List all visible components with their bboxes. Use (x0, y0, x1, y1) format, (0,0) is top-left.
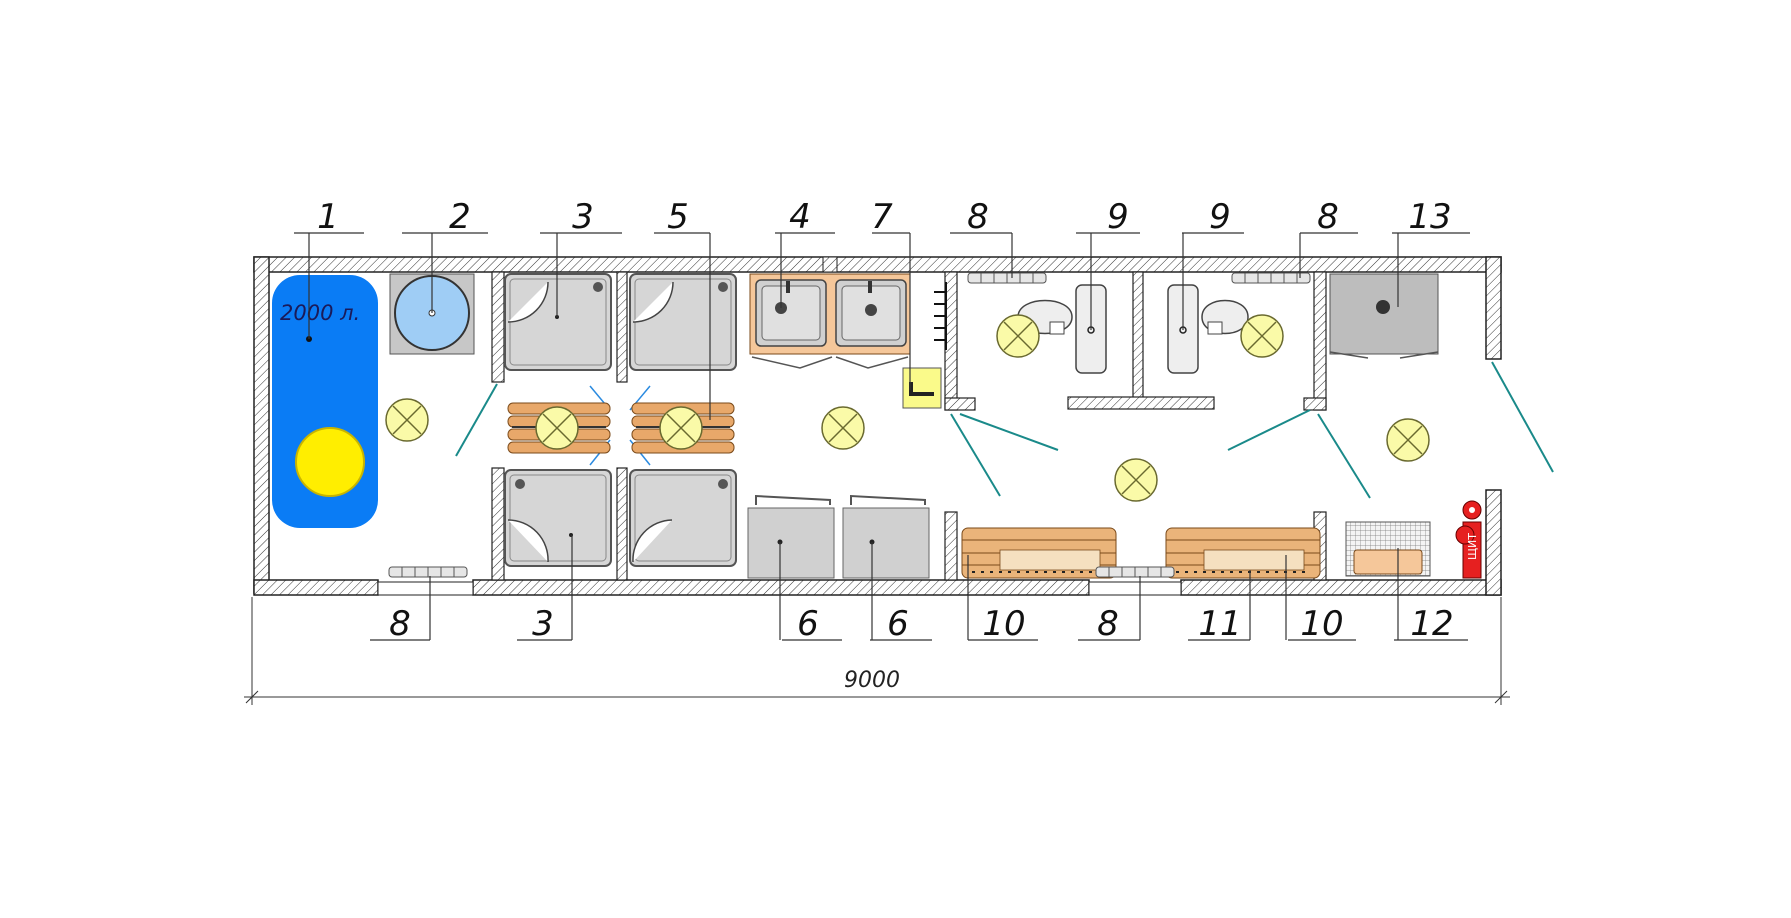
callout-13: 13 (1408, 197, 1451, 237)
callout-5: 5 (667, 197, 689, 237)
locker-unit-left (961, 527, 1117, 579)
outer-walls (253, 256, 1502, 596)
callout-3-top: 3 (572, 197, 594, 237)
tank-capacity-label: 2000 л. (280, 301, 360, 325)
callout-labels: 1 2 3 5 4 7 8 9 9 8 13 8 3 6 6 10 8 11 1… (317, 197, 1453, 644)
washbasin-unit (749, 273, 911, 369)
callout-7: 7 (871, 197, 893, 237)
callout-10-left: 10 (982, 604, 1025, 644)
callout-4: 4 (789, 197, 811, 237)
interior-walls (491, 271, 1327, 581)
vent-grille (822, 256, 838, 273)
hand-dryer (902, 367, 942, 409)
shower-cabin-bottom-left (504, 469, 612, 567)
electrical-panel: ЩИТ (1455, 500, 1482, 579)
callout-8-bottom-mid: 8 (1097, 604, 1119, 644)
radiator-bottom-left (388, 566, 468, 578)
washing-machine-1 (747, 494, 835, 579)
callout-9-right: 9 (1209, 197, 1231, 237)
dimension-total: 9000 (844, 668, 900, 693)
callout-11: 11 (1198, 604, 1241, 644)
locker-unit-right (1165, 527, 1321, 579)
callout-6-right: 6 (887, 604, 909, 644)
callout-1: 1 (317, 197, 339, 237)
door-swings (455, 361, 1554, 499)
callout-8-top-right: 8 (1317, 197, 1339, 237)
callout-2: 2 (449, 197, 471, 237)
electric-heater (1345, 521, 1431, 577)
callout-3-bottom: 3 (532, 604, 554, 644)
towel-rail (934, 282, 947, 350)
callout-8-bottom-left: 8 (389, 604, 411, 644)
shower-cabin-top-left (504, 273, 612, 371)
radiator-top-left (967, 272, 1047, 284)
callout-9-left: 9 (1107, 197, 1129, 237)
radiator-top-right (1231, 272, 1311, 284)
shower-cabin-top-right (629, 273, 737, 371)
dimension-line (244, 597, 1510, 705)
leader-lines (294, 232, 1470, 641)
washing-machine-2 (842, 494, 930, 579)
shower-cabin-bottom-right (629, 469, 737, 567)
callout-10-right: 10 (1300, 604, 1343, 644)
radiator-bottom-mid (1095, 566, 1175, 578)
callout-8-top-left: 8 (967, 197, 989, 237)
panel-label: ЩИТ (1466, 533, 1479, 560)
water-tank: 2000 л. (272, 275, 378, 528)
callout-12: 12 (1410, 604, 1453, 644)
toilet-right (1167, 284, 1249, 374)
shower-tray (1329, 273, 1439, 359)
callout-6-left: 6 (797, 604, 819, 644)
